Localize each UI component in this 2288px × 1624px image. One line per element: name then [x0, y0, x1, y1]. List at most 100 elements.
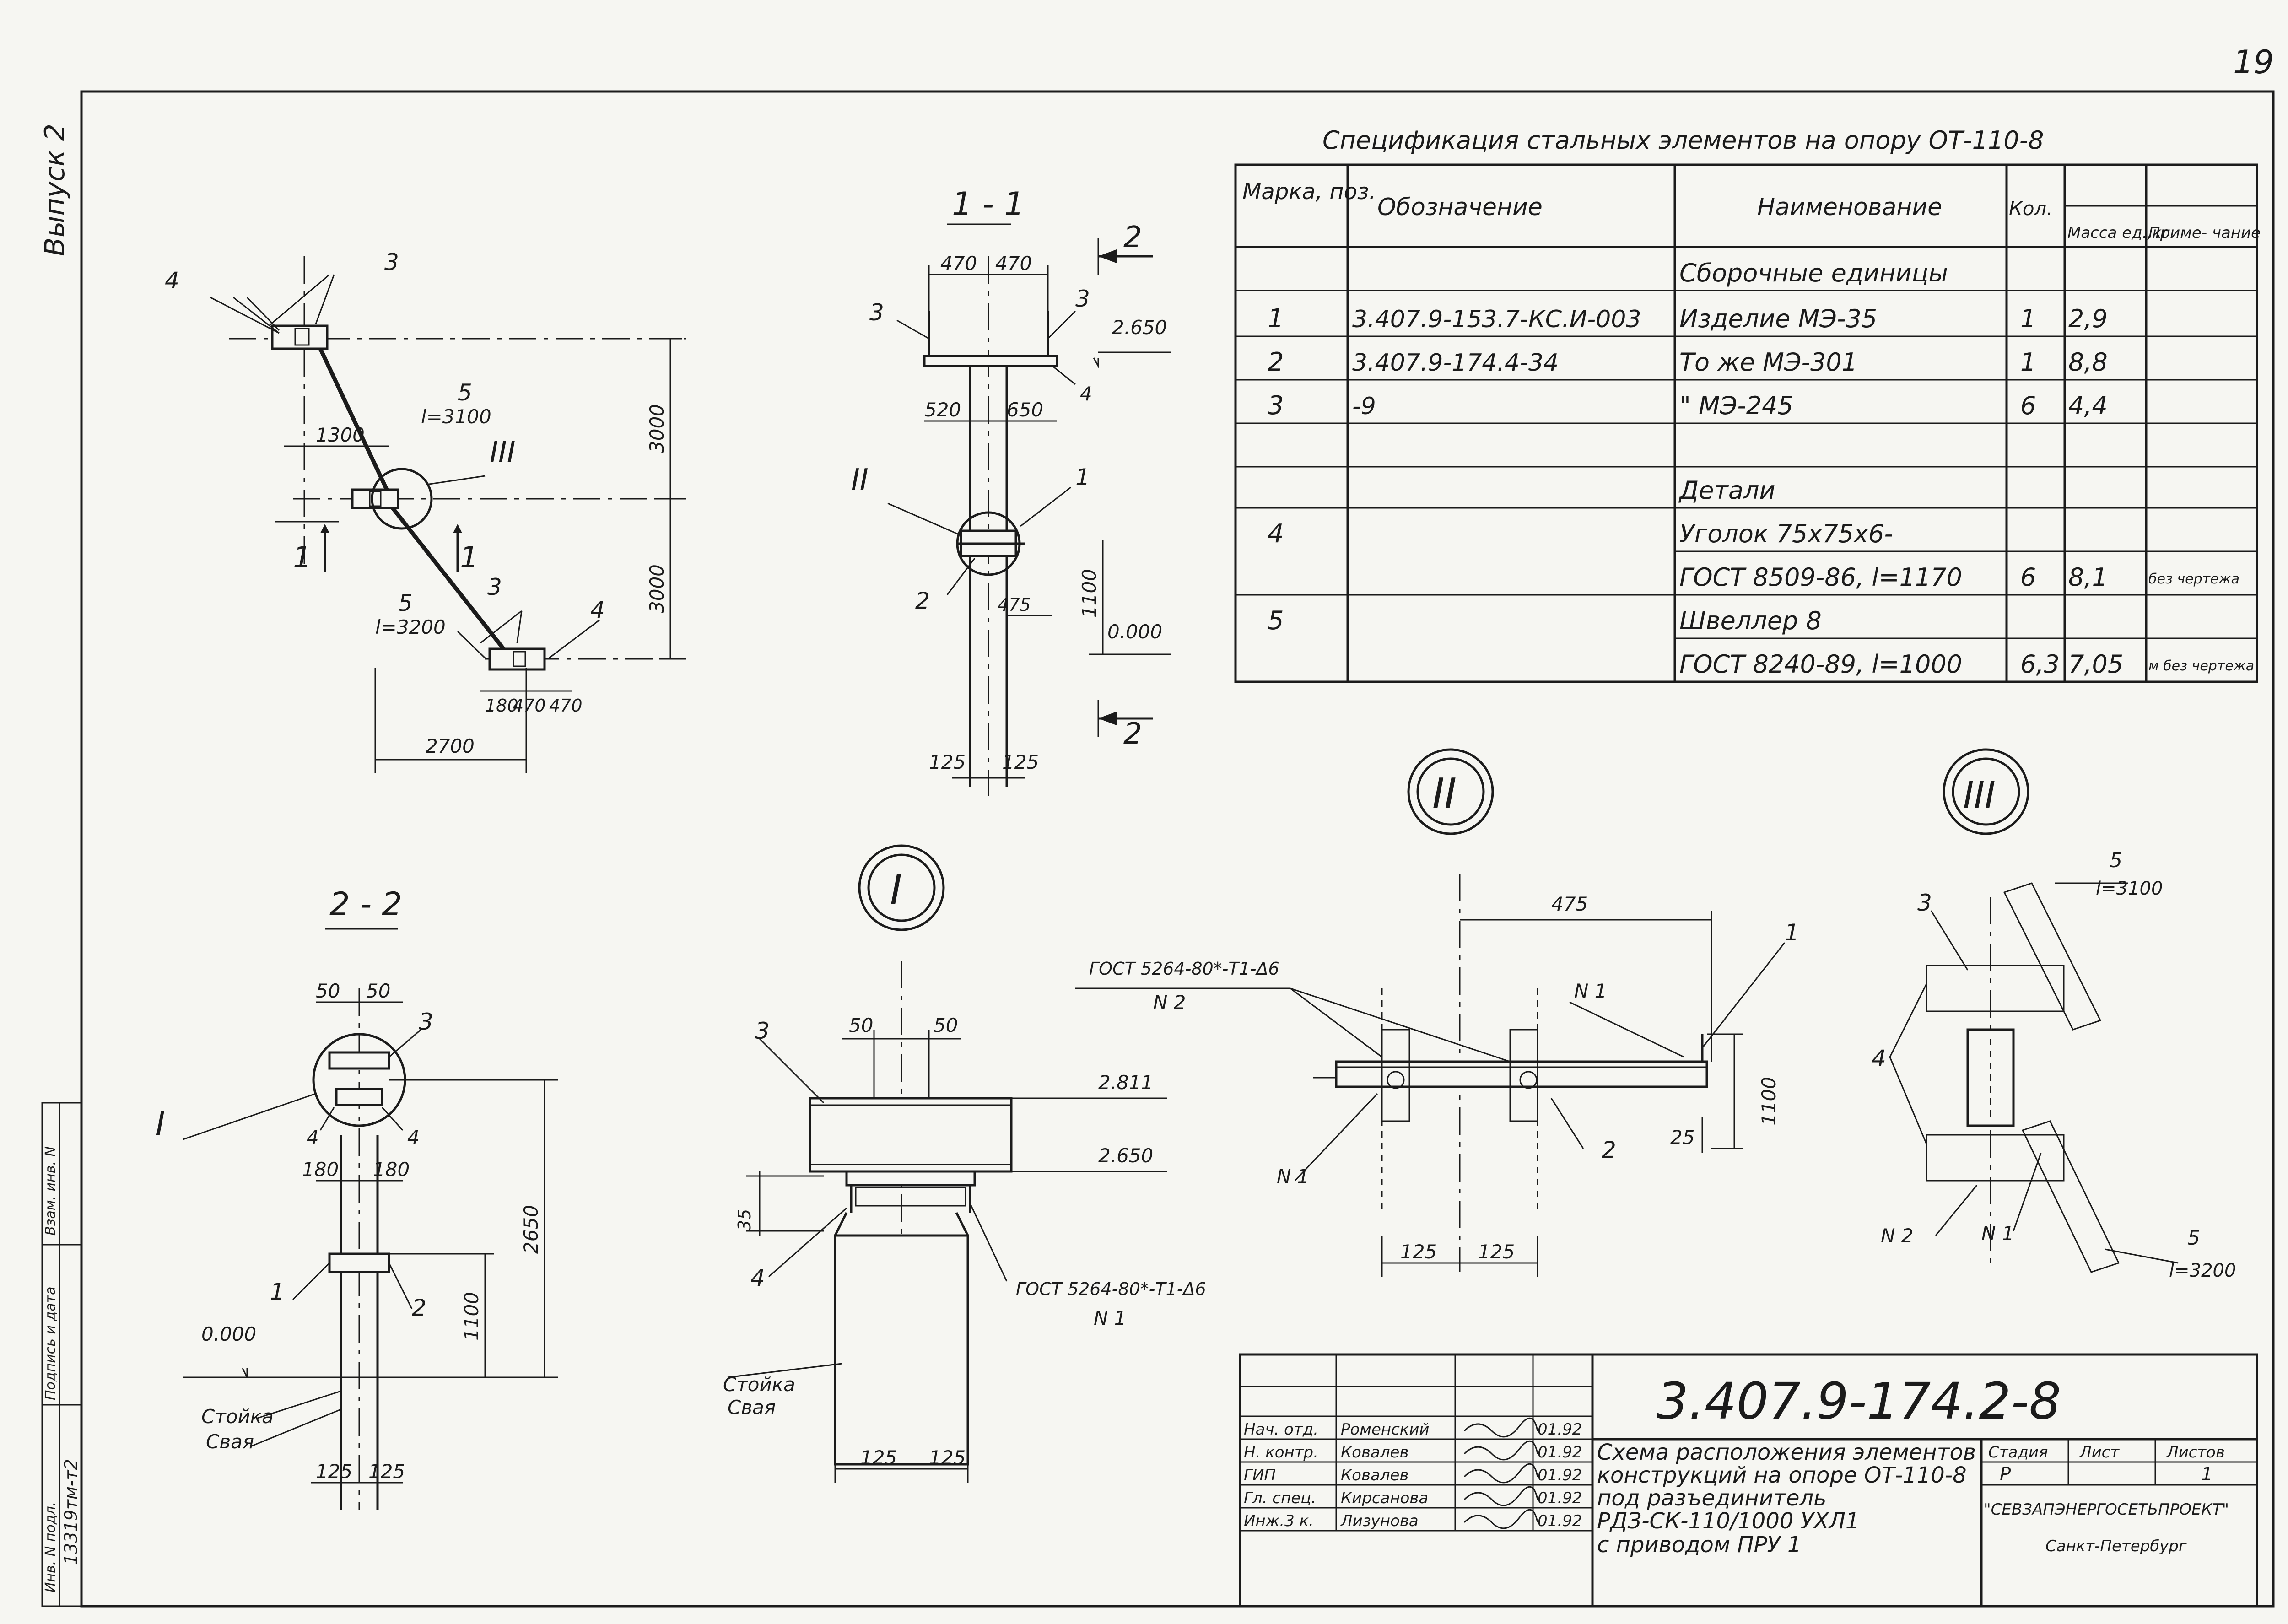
title-sheets: 1	[2201, 1464, 2212, 1485]
s22-dim-125b: 125	[368, 1460, 405, 1483]
spec-header-name: Наименование	[1757, 194, 1942, 221]
dI-pos-3: 3	[755, 1018, 770, 1044]
s22-pos-3: 3	[419, 1009, 433, 1035]
dI-dim-125a: 125	[860, 1446, 897, 1469]
spec-header-mass: Масса ед.,кг	[2067, 224, 2170, 242]
spec-row-designation: 3.407.9-153.7-КС.И-003	[1352, 306, 1641, 333]
s22-pos-4b: 4	[407, 1126, 420, 1149]
dI-level-2811: 2.811	[1098, 1071, 1153, 1094]
s11-pos-1: 1	[1075, 464, 1090, 491]
dII-dim-25: 25	[1670, 1126, 1694, 1149]
dII-pos-1: 1	[1785, 919, 1799, 946]
title-stage: Р	[2000, 1464, 2011, 1485]
s22-dim-50a: 50	[316, 980, 340, 1002]
dI-dim-50a: 50	[849, 1014, 873, 1036]
dI-dim-125b: 125	[929, 1446, 966, 1469]
spec-row-qty: 6	[2020, 563, 2036, 592]
dIII-pos-4: 4	[1872, 1045, 1886, 1072]
spec-row-name: Уголок 75х75х6-	[1679, 519, 1893, 548]
issue-label: Выпуск 2	[39, 124, 71, 256]
s22-dim-50b: 50	[366, 980, 390, 1002]
detail-III-mark: III	[1963, 774, 1996, 816]
dII-weld-n: N 2	[1153, 991, 1186, 1014]
s22-note-pile: Свая	[206, 1430, 254, 1453]
signature-scribble	[1463, 1509, 1538, 1529]
plan-section-1b: 1	[460, 541, 479, 575]
title-stage-header: Стадия	[1988, 1443, 2048, 1462]
signature-role: Инж.3 к.	[1244, 1512, 1314, 1530]
dIII-pos-5a: 5	[2110, 849, 2122, 872]
dIII-weld-n2: N 2	[1881, 1225, 1914, 1247]
s22-pos-1: 1	[270, 1279, 285, 1305]
spec-row-designation: 3.407.9-174.4-34	[1352, 349, 1559, 377]
side-stamp-label-repl: Взам. инв. N	[43, 1146, 59, 1236]
signature-date: 01.92	[1538, 1420, 1582, 1439]
signature-date: 01.92	[1538, 1512, 1582, 1530]
plan-pos-3a: 3	[384, 249, 399, 275]
side-stamp-box	[41, 1102, 82, 1607]
plan-dim-2700: 2700	[426, 735, 475, 757]
plan-detail-III-ref: III	[490, 436, 516, 469]
dIII-pos-5b: 5	[2187, 1226, 2200, 1250]
dII-dim-125a: 125	[1400, 1241, 1437, 1263]
dIII-weld-n1: N 1	[1981, 1222, 2014, 1245]
plan-dim-180: 180	[485, 696, 518, 716]
title-desc-3: под разъединитель	[1597, 1485, 1826, 1511]
dII-weld: ГОСТ 5264-80*-Т1-Δ6	[1089, 959, 1279, 979]
plan-dim-1300: 1300	[316, 424, 365, 446]
detail-III: III 5 l=3100 3 4 N 2 N 1 5 l=3200	[1872, 748, 2236, 1281]
s22-detail-I-ref: I	[156, 1105, 165, 1143]
dII-weld-n1-bottom: N 1	[1277, 1165, 1310, 1187]
plan-pos-5b: 5	[398, 590, 413, 616]
plan-dim-470a: 470	[513, 696, 546, 716]
plan-pos-3b: 3	[487, 574, 502, 600]
s11-pos-4: 4	[1080, 383, 1092, 405]
signature-name: Лизунова	[1340, 1512, 1419, 1530]
signature-name: Роменский	[1341, 1420, 1430, 1439]
s11-level-2650: 2.650	[1112, 316, 1167, 339]
title-desc-4: РДЗ-СК-110/1000 УХЛ1	[1597, 1508, 1859, 1534]
spec-row-mass: 8,1	[2068, 563, 2108, 592]
s11-dim-1100: 1100	[1078, 569, 1101, 618]
spec-row-note: м без чертежа	[2148, 658, 2254, 674]
s22-dim-2650: 2650	[520, 1205, 542, 1254]
s11-dim-125a: 125	[929, 751, 966, 773]
plan-dim-3000a: 3000	[646, 404, 668, 453]
spec-row-name: ГОСТ 8509-86, l=1170	[1679, 563, 1962, 592]
dII-dim-1100: 1100	[1758, 1077, 1780, 1126]
spec-header-note: Приме- чание	[2148, 224, 2261, 242]
spec-row-pos: 1	[1268, 304, 1284, 334]
signature-role: Нач. отд.	[1244, 1420, 1318, 1439]
dI-dim-35: 35	[734, 1209, 755, 1231]
s22-pos-4a: 4	[307, 1126, 319, 1149]
plan-pos-4a: 4	[165, 267, 179, 294]
s11-pos-3a: 3	[869, 299, 884, 326]
s11-dim-650: 650	[1007, 399, 1043, 421]
signature-name: Кирсанова	[1341, 1489, 1428, 1507]
spec-row-mass: 7,05	[2068, 650, 2123, 679]
signature-name: Ковалев	[1341, 1466, 1409, 1484]
s11-level-0000: 0.000	[1107, 620, 1162, 643]
dI-note-pile: Свая	[728, 1396, 776, 1419]
spec-header-pos: Марка, поз.	[1242, 179, 1376, 205]
detail-I: I 3 4 50 50 35 125	[723, 844, 1206, 1483]
signature-scribble	[1463, 1486, 1538, 1506]
side-stamp: 13319тм-т2 Инв. N подл. Подпись и дата В…	[41, 1102, 82, 1607]
plan-section-1a: 1	[293, 541, 312, 575]
side-stamp-inv: 13319тм-т2	[61, 1459, 81, 1565]
spec-row-name: Детали	[1678, 476, 1775, 505]
page-number: 19	[2233, 43, 2274, 81]
spec-row-pos: 2	[1268, 347, 1284, 377]
dII-weld-n1-top: N 1	[1574, 980, 1607, 1002]
signature-scribble	[1463, 1417, 1538, 1438]
dIII-len-3200: l=3200	[2169, 1260, 2236, 1281]
side-stamp-label-inv: Инв. N подл.	[43, 1502, 59, 1592]
s11-pos-3b: 3	[1075, 286, 1090, 312]
signature-scribble	[1463, 1463, 1538, 1484]
title-code: 3.407.9-174.2-8	[1657, 1372, 2061, 1430]
s11-pos-2: 2	[915, 588, 930, 614]
section-1-1: 1 - 1	[851, 185, 1171, 796]
title-desc-5: с приводом ПРУ 1	[1597, 1532, 1801, 1558]
